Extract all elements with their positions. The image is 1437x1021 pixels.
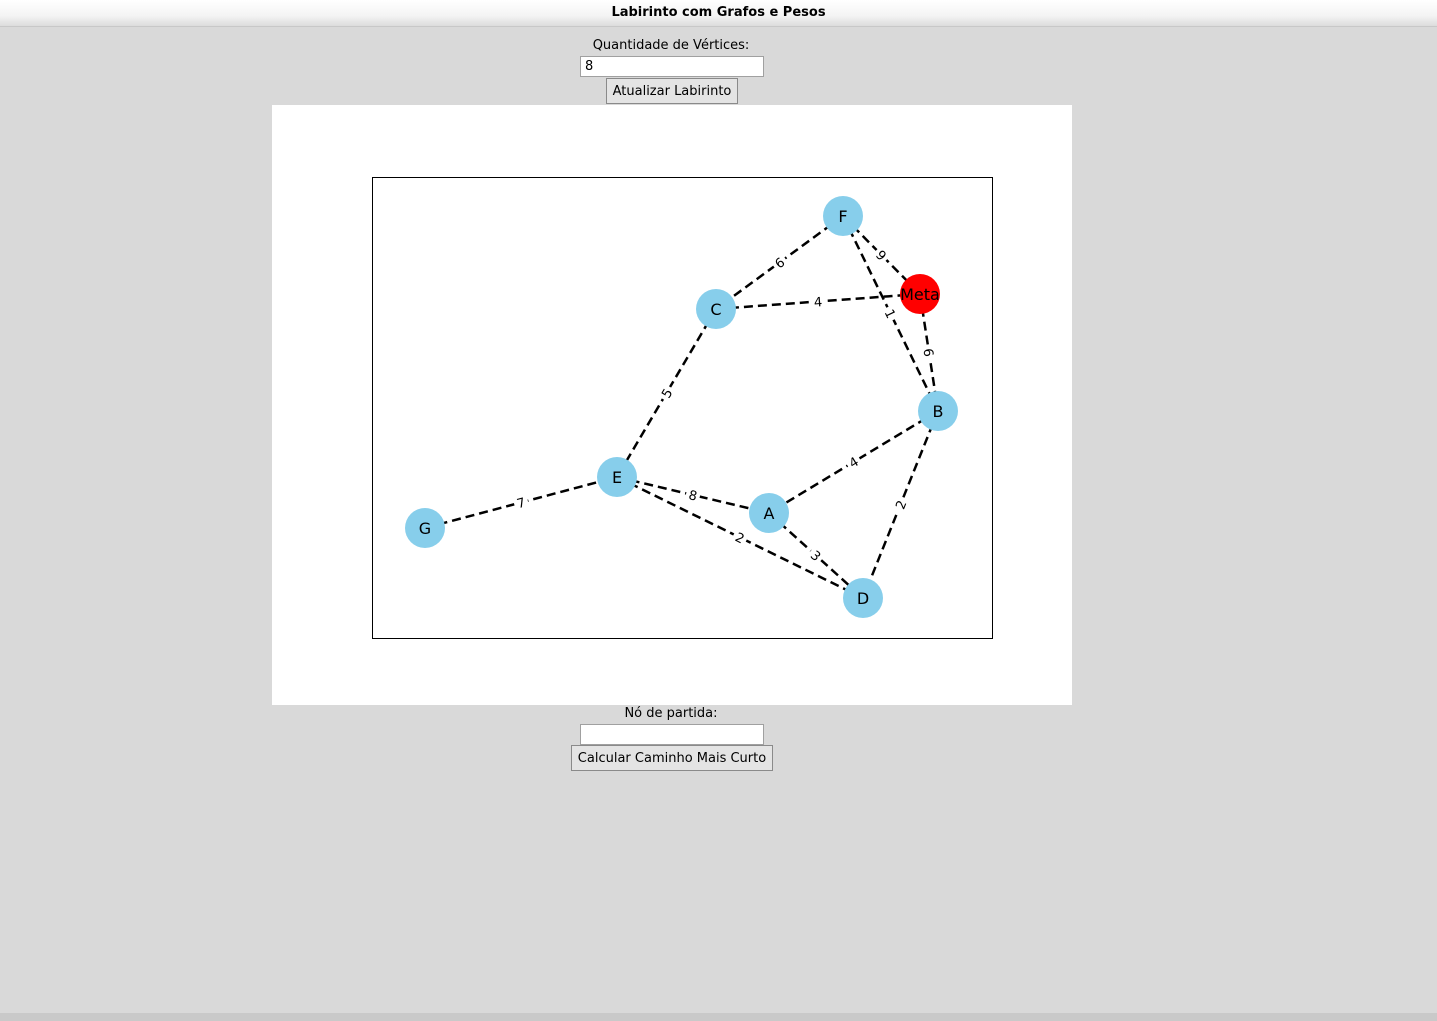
node-c: C xyxy=(696,289,736,329)
calculate-shortest-path-button[interactable]: Calcular Caminho Mais Curto xyxy=(571,745,773,771)
edge-weight-C-Meta: 4 xyxy=(810,293,826,311)
svg-text:C: C xyxy=(710,300,721,319)
node-a: A xyxy=(749,493,789,533)
svg-text:E: E xyxy=(612,468,622,487)
window-titlebar: Labirinto com Grafos e Pesos xyxy=(0,0,1437,27)
vertices-input[interactable] xyxy=(580,56,764,77)
svg-text:Meta: Meta xyxy=(900,285,940,304)
node-b: B xyxy=(918,391,958,431)
edge-E-D xyxy=(616,475,864,600)
node-d: D xyxy=(843,578,883,618)
update-maze-button[interactable]: Atualizar Labirinto xyxy=(606,78,738,104)
start-node-label: Nó de partida: xyxy=(624,706,718,721)
node-g: G xyxy=(405,508,445,548)
edge-weight-Meta-B: 6 xyxy=(919,344,938,361)
edge-weight-F-B: 1 xyxy=(880,303,901,324)
svg-text:D: D xyxy=(857,589,869,608)
edge-weight-A-D: 3 xyxy=(805,544,827,567)
window-title: Labirinto com Grafos e Pesos xyxy=(611,5,826,20)
svg-text:7: 7 xyxy=(515,496,527,513)
edge-F-B xyxy=(841,215,940,412)
edge-weight-B-D: 2 xyxy=(890,495,911,514)
edge-labels-layer: 6 9 1 4 6 5 4 2 8 2 3 7 xyxy=(512,244,938,567)
node-meta: Meta xyxy=(900,274,940,314)
svg-text:B: B xyxy=(933,402,944,421)
edge-weight-B-A: 4 xyxy=(843,451,864,473)
edge-weight-G-E: 7 xyxy=(512,492,530,513)
svg-text:A: A xyxy=(764,504,775,523)
start-node-input[interactable] xyxy=(580,724,764,745)
edge-weight-C-E: 5 xyxy=(656,382,677,404)
edge-weight-E-A: 8 xyxy=(684,485,702,505)
edge-weight-F-C: 6 xyxy=(769,251,790,274)
edge-weight-E-D: 2 xyxy=(730,527,750,548)
svg-text:8: 8 xyxy=(687,488,699,505)
vertices-label: Quantidade de Vértices: xyxy=(592,38,750,53)
svg-text:4: 4 xyxy=(813,295,822,311)
svg-text:G: G xyxy=(419,519,431,538)
svg-text:6: 6 xyxy=(919,347,935,357)
plot-frame xyxy=(372,177,993,639)
edge-weight-F-Meta: 9 xyxy=(870,244,893,266)
node-e: E xyxy=(597,457,637,497)
window-bottom-border xyxy=(0,1013,1437,1021)
node-f: F xyxy=(823,196,863,236)
svg-text:F: F xyxy=(838,207,847,226)
edge-C-E xyxy=(615,308,718,478)
